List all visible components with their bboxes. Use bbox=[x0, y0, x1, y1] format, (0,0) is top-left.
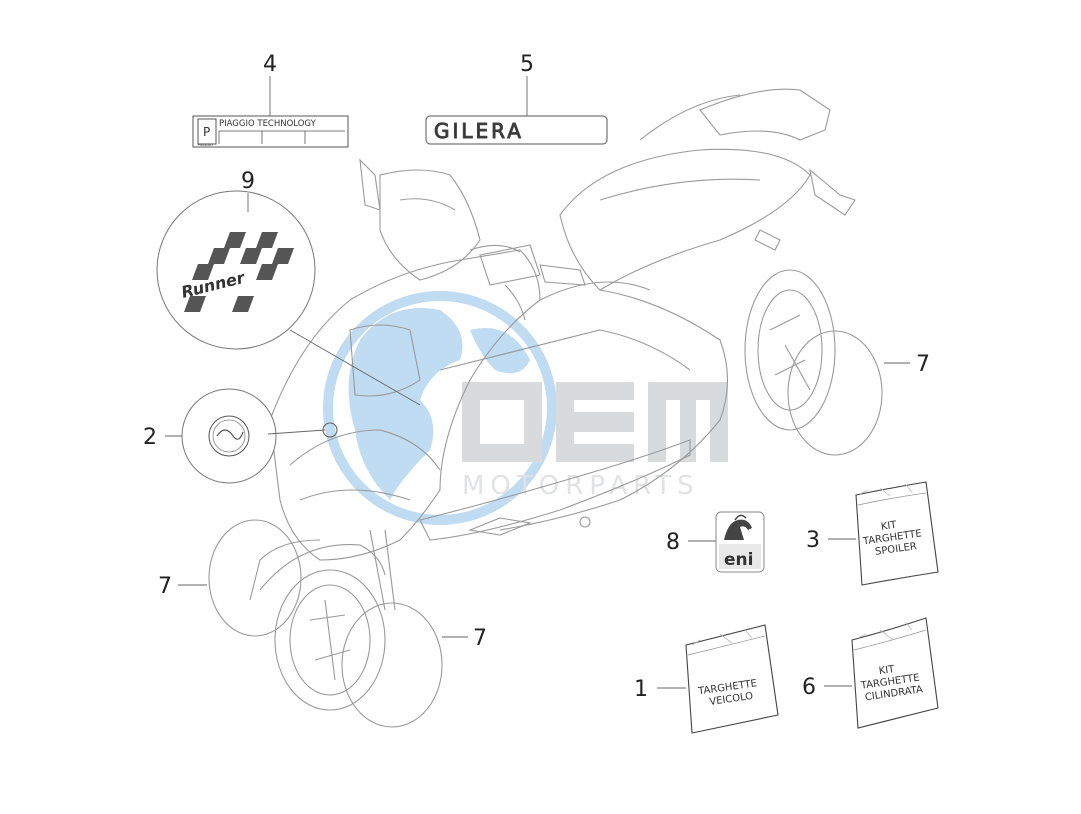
bag-1-veicolo: TARGHETTE VEICOLO bbox=[685, 624, 779, 734]
callout-1: 1 bbox=[634, 677, 648, 702]
gilera-text: GILERA bbox=[434, 119, 524, 143]
callout-2: 2 bbox=[143, 425, 157, 450]
ring-decal-rear bbox=[787, 330, 883, 456]
callout-4: 4 bbox=[263, 52, 277, 77]
callout-9: 9 bbox=[241, 169, 255, 194]
piaggio-technology-decal: P PIAGGIO TECHNOLOGY PIAGGIO bbox=[192, 115, 349, 148]
callout-5: 5 bbox=[520, 52, 534, 77]
callout-7-front-left: 7 bbox=[158, 574, 172, 599]
svg-text:P: P bbox=[203, 125, 210, 139]
ring-decal-front-left bbox=[208, 519, 302, 637]
bag-3-spoiler: KIT TARGHETTE SPOILER bbox=[855, 481, 939, 586]
leader-lines bbox=[165, 76, 910, 689]
round-badge-decal bbox=[181, 388, 326, 484]
callout-7-front-right: 7 bbox=[473, 626, 487, 651]
callout-8: 8 bbox=[666, 530, 680, 555]
bag-6-cilindrata: KIT TARGHETTE CILINDRATA bbox=[851, 617, 939, 729]
runner-decal: Runner bbox=[156, 190, 421, 406]
gilera-decal: GILERA bbox=[425, 115, 608, 145]
callout-6: 6 bbox=[802, 675, 816, 700]
callout-numbers: 4 5 9 2 7 7 7 8 3 1 6 bbox=[143, 52, 930, 702]
watermark-tagline: MOTORPARTS bbox=[462, 471, 700, 501]
ring-decal-front-right bbox=[341, 602, 443, 728]
piaggio-technology-text: PIAGGIO TECHNOLOGY bbox=[219, 119, 317, 129]
scooter-drawing bbox=[249, 88, 856, 711]
bag-3-line-1: KIT bbox=[880, 520, 898, 533]
callout-3: 3 bbox=[806, 528, 820, 553]
callout-7-rear: 7 bbox=[916, 352, 930, 377]
bag-6-line-1: KIT bbox=[878, 664, 896, 677]
oem-watermark: MOTORPARTS bbox=[323, 291, 728, 525]
eni-text: eni bbox=[724, 550, 753, 570]
eni-decal: eni bbox=[715, 511, 765, 573]
piaggio-small-text: PIAGGIO bbox=[198, 143, 213, 147]
